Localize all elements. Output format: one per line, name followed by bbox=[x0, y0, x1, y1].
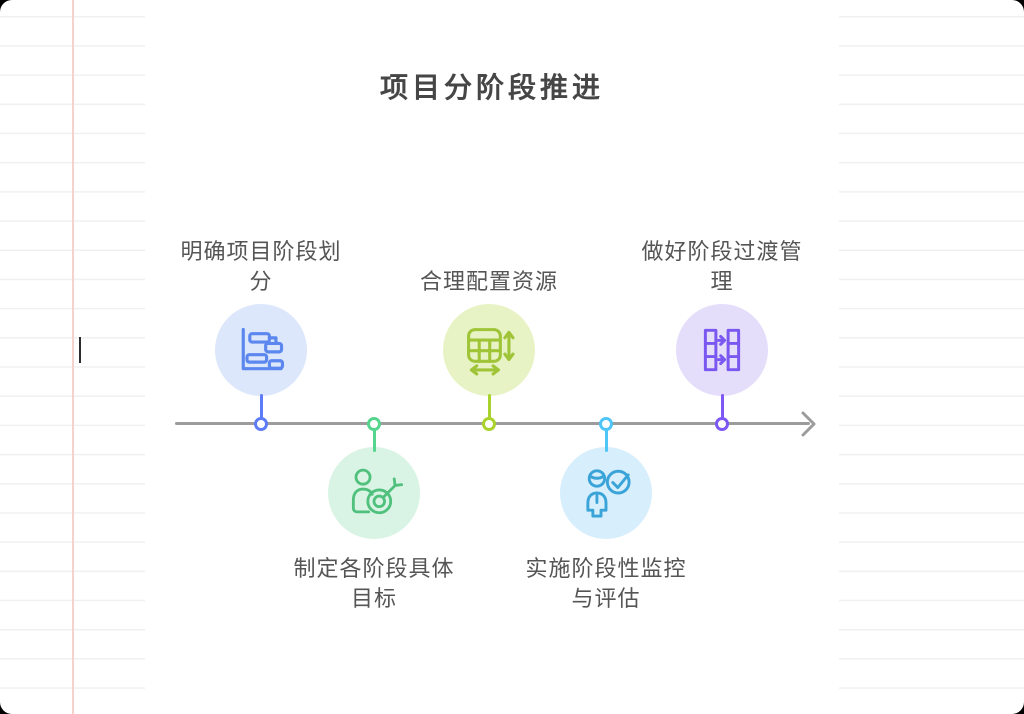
timeline-arrowhead-icon bbox=[801, 411, 816, 437]
timeline-axis bbox=[175, 422, 810, 425]
diagram-card bbox=[145, 0, 839, 714]
text-caret bbox=[79, 337, 81, 363]
notebook-margin-line bbox=[72, 0, 74, 714]
page-title: 项目分阶段推进 bbox=[379, 73, 604, 104]
